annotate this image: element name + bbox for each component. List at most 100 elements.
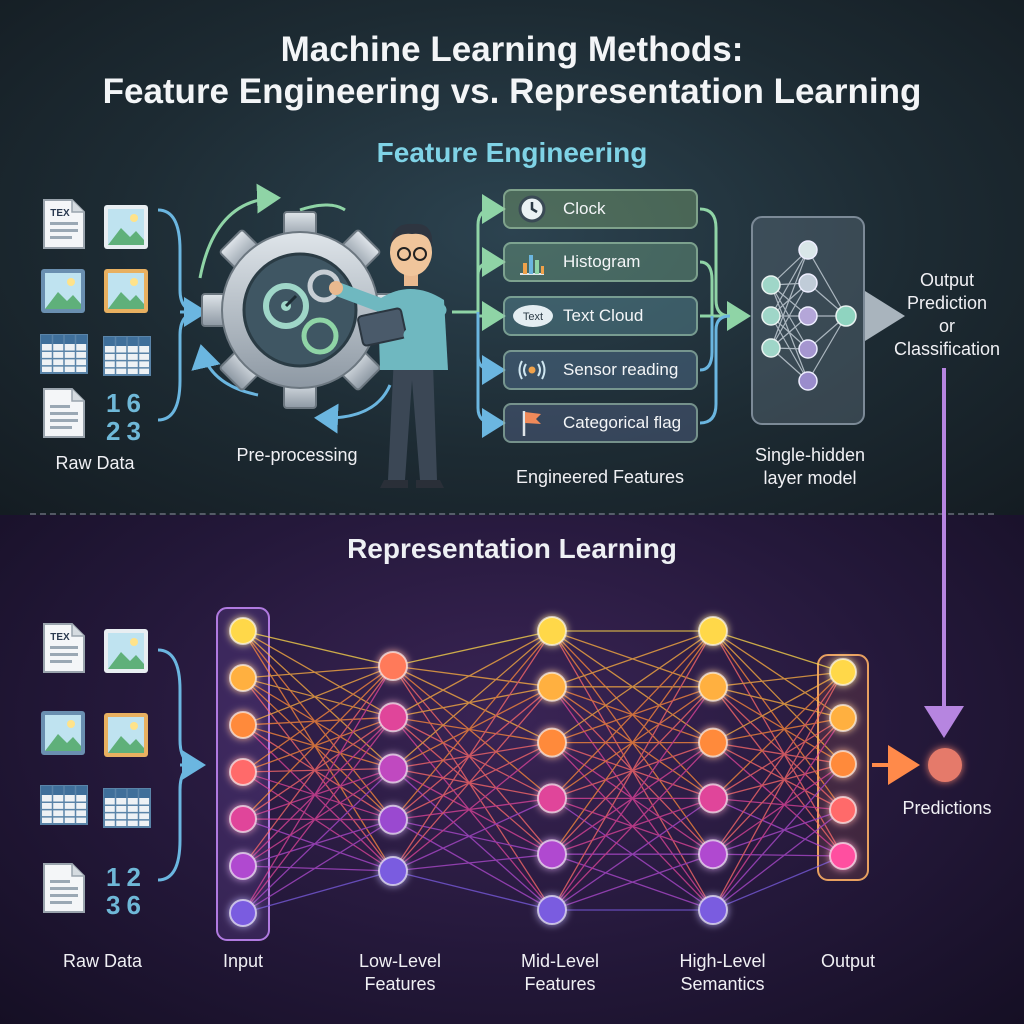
model-node (798, 339, 818, 359)
feature-clock: Clock (503, 189, 698, 229)
network-edge (242, 630, 394, 667)
low-level-label-2: Features (364, 974, 436, 994)
network-edge (551, 686, 714, 911)
prediction-node (928, 748, 962, 782)
network-edge (392, 686, 553, 872)
predictions-label: Predictions (902, 798, 992, 818)
network-edge (242, 677, 394, 718)
network-edge (551, 797, 714, 911)
network-edge (712, 630, 844, 765)
network-edge (712, 686, 844, 811)
mid-level-node (537, 895, 567, 925)
fe-heading: Feature Engineering (376, 137, 648, 168)
engineered-features-label: Engineered Features (515, 467, 685, 487)
network-edge (242, 767, 394, 820)
table-icon (103, 788, 151, 828)
network-edge (551, 742, 714, 911)
network-edge (242, 865, 394, 872)
network-edge (242, 665, 394, 679)
model-node (761, 338, 781, 358)
model-label-2: layer model (763, 468, 857, 488)
input-node (229, 758, 257, 786)
network-edge (392, 665, 553, 911)
network-edge (712, 855, 844, 911)
feature-histogram: Histogram (503, 242, 698, 282)
image-icon (103, 268, 149, 314)
table-icon (40, 785, 88, 825)
gear-icon (201, 211, 399, 409)
network-edge (392, 797, 553, 821)
high-level-node (698, 895, 728, 925)
network-edge (712, 809, 844, 855)
feature-clock-label: Clock (563, 199, 606, 218)
network-edge (712, 809, 844, 911)
image-icon (103, 712, 149, 758)
model-node (835, 305, 857, 327)
network-edge (712, 742, 844, 857)
model-node (798, 240, 818, 260)
network-edge (242, 716, 394, 867)
document-icon (42, 862, 86, 914)
network-edge (392, 630, 553, 769)
network-edge (392, 716, 553, 855)
network-edge (712, 742, 844, 811)
network-edge (392, 819, 553, 855)
output-label-3: or (938, 316, 955, 336)
network-edge (712, 853, 844, 857)
network-edge (712, 630, 844, 811)
sensor-icon (517, 355, 547, 385)
network-edge (242, 724, 394, 872)
image-icon (40, 268, 86, 314)
network-edge (242, 630, 394, 872)
network-edge (242, 665, 394, 773)
input-node (229, 899, 257, 927)
network-edge (392, 797, 553, 872)
network-edge (392, 716, 553, 799)
svg-text:TEX: TEX (50, 632, 70, 643)
image-icon (103, 204, 149, 250)
network-edge (712, 671, 844, 744)
table-icon (103, 336, 151, 376)
model-edge (770, 282, 809, 349)
network-edge (242, 870, 394, 914)
network-edge (242, 665, 394, 914)
network-edge (712, 717, 844, 911)
table-icon (40, 334, 88, 374)
network-edge (551, 630, 714, 911)
high-level-label-1: High-Level (679, 951, 766, 971)
network-edge (392, 686, 553, 770)
output-label-1: Output (919, 270, 975, 290)
svg-text:TEX: TEX (50, 208, 70, 219)
network-edge (242, 630, 394, 718)
raw-digits-bottom-1: 12 (106, 862, 147, 892)
mid-level-label-2: Features (524, 974, 596, 994)
network-edge (551, 853, 714, 911)
model-edge (807, 315, 847, 382)
network-edge (242, 767, 394, 867)
text-cloud-icon-text: Text (523, 311, 543, 323)
network-edge (551, 630, 714, 744)
network-edge (712, 717, 844, 855)
network-edge (712, 630, 844, 673)
feature-histogram-label: Histogram (563, 252, 641, 271)
network-edge (242, 665, 394, 726)
low-level-label-1: Low-Level (358, 951, 442, 971)
network-edge (242, 818, 394, 821)
text-file-icon: TEX (42, 198, 86, 250)
network-edge (392, 665, 553, 744)
model-edge (770, 284, 809, 350)
feature-text-cloud-label: Text Cloud (563, 306, 644, 325)
model-node (798, 273, 818, 293)
network-edge (242, 677, 394, 872)
network-edge (242, 665, 394, 867)
network-edge (712, 630, 844, 719)
image-icon (103, 628, 149, 674)
mid-level-node (537, 839, 567, 870)
input-node (229, 664, 257, 692)
network-edge (392, 630, 553, 872)
network-edge (712, 797, 844, 857)
high-level-node (698, 783, 728, 814)
model-node (798, 306, 818, 326)
network-edge (712, 630, 844, 857)
rl-heading: Representation Learning (347, 533, 677, 564)
